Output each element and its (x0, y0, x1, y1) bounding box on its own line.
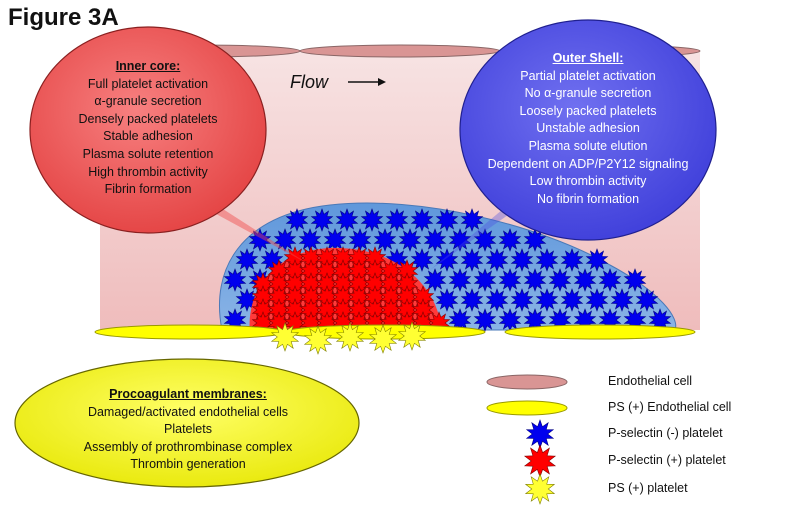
blue-platelet-star (448, 268, 472, 292)
procoagulant-line: Platelets (164, 422, 212, 437)
inner-core-line: Plasma solute retention (82, 146, 214, 161)
blue-platelet-star (335, 208, 359, 232)
flow-arrow (348, 78, 386, 86)
outer-shell-line: Plasma solute elution (528, 138, 648, 153)
blue-platelet-star (360, 208, 384, 232)
procoagulant-bubble (14, 358, 360, 488)
blue-platelet-star (410, 248, 434, 272)
inner-core-line: High thrombin activity (88, 164, 208, 179)
blue-platelet-star (460, 288, 484, 312)
figure-title: Figure 3A (8, 4, 119, 31)
legend (486, 374, 568, 505)
legend-label-ps-endothelial: PS (+) Endothelial cell (608, 400, 732, 414)
blue-platelet-star (448, 228, 472, 252)
yellow-platelet-star (335, 322, 365, 352)
blue-platelet-star (560, 248, 584, 272)
blue-platelet-star (423, 228, 447, 252)
blue-platelet-star (460, 248, 484, 272)
blue-platelet-star (523, 268, 547, 292)
blue-platelet-star (535, 288, 559, 312)
blue-platelet-star (310, 208, 334, 232)
procoagulant-line: Damaged/activated endothelial cells (87, 404, 289, 419)
legend-endothelial-swatch (486, 374, 568, 390)
blue-platelet-star (460, 208, 484, 232)
blue-platelet-star (498, 228, 522, 252)
blue-platelet-star (635, 288, 659, 312)
blue-platelet-star (373, 228, 397, 252)
legend-red-star (523, 444, 557, 478)
yellow-platelet-star (368, 324, 398, 354)
blue-platelet-star (285, 208, 309, 232)
inner-core-line: Stable adhesion (103, 129, 193, 144)
inner-core-line: Densely packed platelets (78, 111, 218, 126)
blue-platelet-star (248, 228, 272, 252)
flow-text: Flow (290, 72, 329, 92)
blue-platelet-star (523, 228, 547, 252)
blue-platelet-star (398, 228, 422, 252)
inner-core-line: Full platelet activation (87, 76, 209, 91)
yellow-platelet-star (397, 321, 427, 351)
yellow-platelet-star (303, 325, 333, 355)
legend-yellow-star (524, 473, 556, 505)
legend-ps-endothelial-swatch (486, 400, 568, 416)
blue-platelet-star (623, 268, 647, 292)
blue-platelet-star (423, 268, 447, 292)
blue-platelet-star (473, 308, 497, 332)
procoagulant-heading: Procoagulant membranes: (109, 387, 267, 401)
blue-platelet-star (410, 208, 434, 232)
blue-platelet-star (585, 288, 609, 312)
outer-shell-line: Unstable adhesion (536, 121, 640, 136)
blue-platelet-star (485, 288, 509, 312)
blue-platelet-star (510, 288, 534, 312)
inner-core-line: Fibrin formation (104, 182, 192, 197)
outer-shell-line: No α-granule secretion (524, 86, 652, 101)
blue-platelet-star (548, 268, 572, 292)
outer-shell-line: No fibrin formation (536, 191, 640, 206)
blue-platelet-star (435, 208, 459, 232)
procoagulant-line: Thrombin generation (130, 457, 246, 472)
outer-shell-text: Outer Shell: Partial platelet activation… (468, 50, 708, 208)
legend-label-endothelial: Endothelial cell (608, 374, 693, 388)
outer-shell-heading: Outer Shell: (552, 51, 624, 65)
blue-platelet-star (435, 288, 459, 312)
blue-platelet-star (435, 248, 459, 272)
procoagulant-line: Assembly of prothrombinase complex (83, 439, 293, 454)
blue-platelet-star (598, 268, 622, 292)
bottom-endothelial-row (94, 324, 696, 340)
blue-platelet-star (273, 228, 297, 252)
inner-core-line: α-granule secretion (94, 94, 202, 109)
outer-shell-line: Dependent on ADP/P2Y12 signaling (487, 156, 689, 171)
ps-positive-platelets (270, 321, 427, 355)
blue-platelet-star (485, 248, 509, 272)
blue-platelet-star (223, 268, 247, 292)
outer-shell-line: Loosely packed platelets (519, 103, 657, 118)
outer-shell-line: Low thrombin activity (529, 174, 647, 189)
legend-label-p-selectin-negative: P-selectin (-) platelet (608, 426, 723, 440)
outer-shell-bubble (459, 19, 717, 241)
flow-label: Flow (290, 72, 328, 93)
blue-platelet-star (498, 268, 522, 292)
blue-platelet-star (473, 268, 497, 292)
inner-core-bubble (29, 26, 267, 234)
blue-platelet-star (535, 248, 559, 272)
inner-core-heading: Inner core: (115, 59, 181, 73)
blue-platelet-star (235, 248, 259, 272)
blue-platelet-star (573, 268, 597, 292)
blue-platelet-star (473, 228, 497, 252)
blue-platelet-star (585, 248, 609, 272)
legend-label-ps-platelet: PS (+) platelet (608, 481, 688, 495)
outer-shell-line: Partial platelet activation (520, 68, 656, 83)
procoagulant-text: Procoagulant membranes: Damaged/activate… (40, 386, 336, 474)
legend-blue-star (525, 419, 555, 449)
legend-label-p-selectin-positive: P-selectin (+) platelet (608, 453, 726, 467)
blue-platelet-star (610, 288, 634, 312)
blue-platelet-star (560, 288, 584, 312)
yellow-platelet-star (270, 322, 300, 352)
inner-core-text: Inner core: Full platelet activation α-g… (40, 58, 256, 199)
blue-platelet-star (385, 208, 409, 232)
blue-platelet-star (510, 248, 534, 272)
